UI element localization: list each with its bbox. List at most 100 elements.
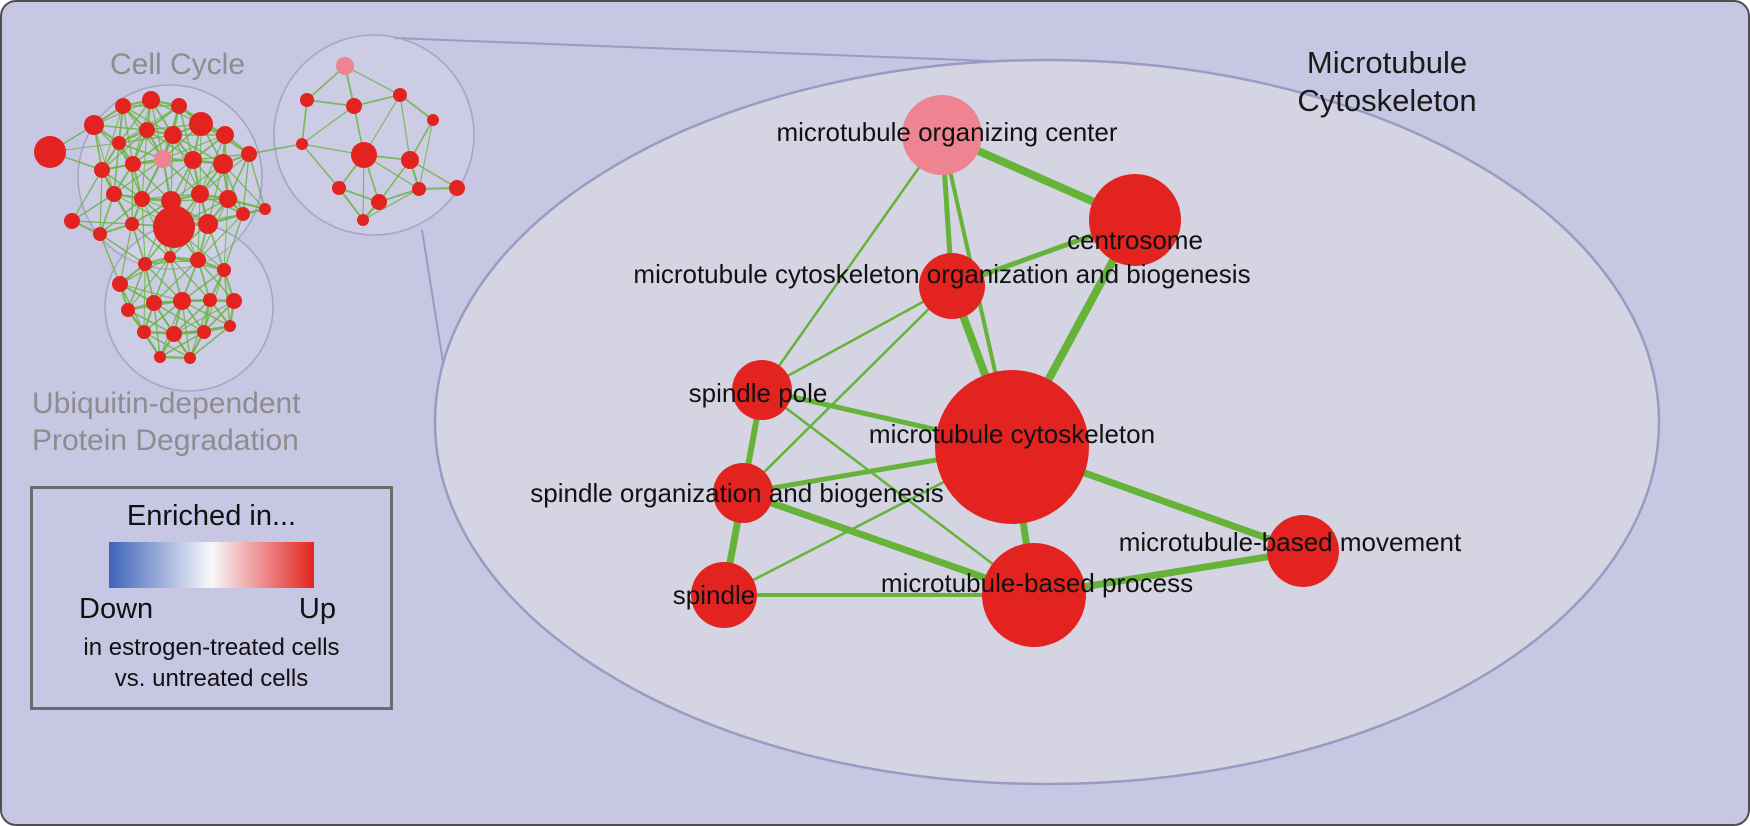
- overview-node[interactable]: [93, 227, 107, 241]
- overview-node[interactable]: [203, 293, 217, 307]
- legend-box: Enriched in... Down Up in estrogen-treat…: [30, 486, 393, 710]
- legend-caption-line2: vs. untreated cells: [114, 665, 309, 692]
- node-spindle[interactable]: [691, 562, 757, 628]
- overview-node[interactable]: [94, 162, 110, 178]
- overview-node[interactable]: [216, 126, 234, 144]
- overview-node[interactable]: [142, 91, 160, 109]
- node-spindle_pole[interactable]: [732, 360, 792, 420]
- overview-edge: [222, 163, 266, 210]
- zoom-cluster-title-line1: Microtubule: [1306, 45, 1468, 80]
- overview-node[interactable]: [125, 217, 139, 231]
- overview-edge: [159, 331, 205, 358]
- overview-node[interactable]: [134, 191, 150, 207]
- overview-node[interactable]: [427, 114, 439, 126]
- overview-node[interactable]: [166, 326, 182, 342]
- overview-node[interactable]: [184, 151, 202, 169]
- zoom-cluster-title: Microtubule Cytoskeleton: [1247, 44, 1527, 120]
- overview-node[interactable]: [184, 352, 196, 364]
- overview-node[interactable]: [198, 214, 218, 234]
- overview-edge: [178, 105, 194, 161]
- overview-node[interactable]: [154, 150, 172, 168]
- overview-edge: [99, 233, 146, 265]
- overview-node[interactable]: [300, 93, 314, 107]
- overview-node[interactable]: [357, 214, 369, 226]
- overview-edge: [99, 198, 143, 235]
- overview-edge: [141, 159, 194, 200]
- overview-node[interactable]: [112, 136, 126, 150]
- edge-mco-spindle_pole: [761, 284, 953, 392]
- overview-node[interactable]: [115, 98, 131, 114]
- overview-node[interactable]: [236, 207, 250, 221]
- overview-node[interactable]: [412, 182, 426, 196]
- overview-edge: [223, 198, 229, 271]
- cluster-label-ubiquitin-line2: Protein Degradation: [32, 424, 299, 457]
- overview-node[interactable]: [213, 154, 233, 174]
- overview-node[interactable]: [351, 142, 377, 168]
- overview-node[interactable]: [401, 151, 419, 169]
- overview-node[interactable]: [64, 213, 80, 229]
- overview-node[interactable]: [137, 325, 151, 339]
- overview-node[interactable]: [121, 303, 135, 317]
- overview-node[interactable]: [125, 156, 141, 172]
- overview-node[interactable]: [346, 98, 362, 114]
- node-label-mco: microtubule cytoskeleton organization an…: [633, 259, 1250, 289]
- overview-node[interactable]: [224, 320, 236, 332]
- overview-node[interactable]: [164, 251, 176, 263]
- overview-node[interactable]: [154, 351, 166, 363]
- overview-node[interactable]: [449, 180, 465, 196]
- overview-edge: [101, 129, 148, 171]
- overview-node[interactable]: [171, 98, 187, 114]
- overview-edge: [223, 213, 244, 271]
- overview-edge: [173, 300, 235, 335]
- overview-edge: [71, 220, 133, 225]
- node-mco[interactable]: [919, 253, 985, 319]
- node-label-mbm: microtubule-based movement: [1119, 527, 1462, 557]
- overview-node[interactable]: [189, 112, 213, 136]
- overview-node[interactable]: [217, 263, 231, 277]
- overview-node[interactable]: [197, 325, 211, 339]
- overview-node[interactable]: [106, 186, 122, 202]
- overview-edge: [301, 143, 340, 189]
- callout-line: [393, 37, 1015, 63]
- overview-edge: [101, 105, 124, 171]
- overview-node[interactable]: [226, 293, 242, 309]
- overview-node[interactable]: [138, 257, 152, 271]
- overview-edge: [197, 259, 235, 302]
- overview-edge: [71, 193, 115, 222]
- overview-node[interactable]: [173, 292, 191, 310]
- overview-edge: [71, 169, 103, 222]
- overview-node[interactable]: [112, 276, 128, 292]
- overview-node[interactable]: [139, 122, 155, 138]
- legend-caption: in estrogen-treated cells vs. untreated …: [33, 632, 390, 694]
- overview-edge: [122, 105, 134, 165]
- node-centrosome[interactable]: [1089, 174, 1181, 266]
- overview-node[interactable]: [241, 146, 257, 162]
- overview-edge: [93, 124, 115, 195]
- overview-node[interactable]: [190, 252, 206, 268]
- node-label-centrosome: centrosome: [1067, 225, 1203, 255]
- overview-node[interactable]: [296, 138, 308, 150]
- overview-node[interactable]: [332, 181, 346, 195]
- overview-node[interactable]: [336, 57, 354, 75]
- overview-node[interactable]: [259, 203, 271, 215]
- legend-updown-row: Down Up: [33, 593, 390, 626]
- overview-node[interactable]: [371, 194, 387, 210]
- overview-node[interactable]: [34, 136, 66, 168]
- overview-node[interactable]: [146, 295, 162, 311]
- overview-node[interactable]: [153, 206, 195, 248]
- overview-edge: [162, 134, 226, 160]
- overview-node[interactable]: [161, 191, 181, 211]
- overview-node[interactable]: [164, 126, 182, 144]
- overview-node[interactable]: [191, 185, 209, 203]
- node-mc[interactable]: [935, 370, 1089, 524]
- node-mbp[interactable]: [982, 543, 1086, 647]
- overview-node[interactable]: [219, 190, 237, 208]
- node-sob[interactable]: [713, 463, 773, 523]
- overview-edge: [127, 256, 171, 311]
- node-mbm[interactable]: [1267, 515, 1339, 587]
- overview-edge: [153, 259, 199, 304]
- node-moc[interactable]: [902, 95, 982, 175]
- overview-node[interactable]: [84, 115, 104, 135]
- overview-node[interactable]: [393, 88, 407, 102]
